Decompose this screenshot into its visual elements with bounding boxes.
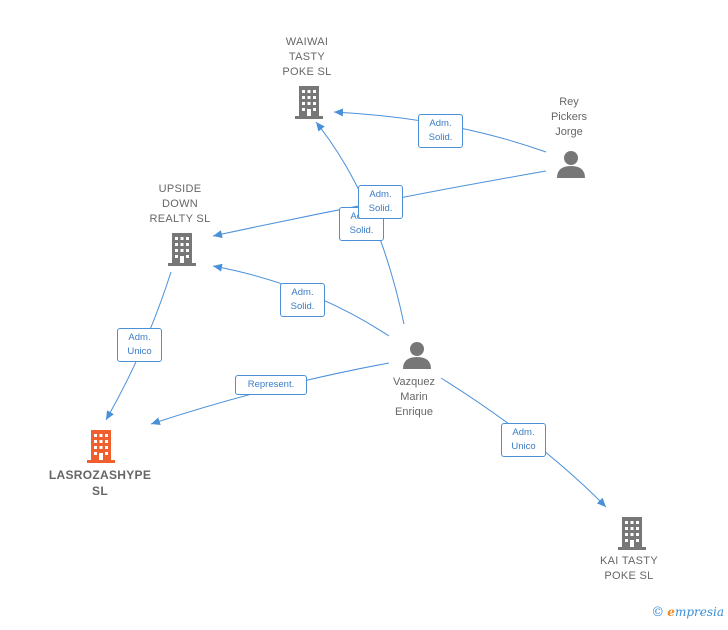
edge-label-rey-waiwai: Adm. Solid. — [418, 114, 463, 148]
company-label-upside[interactable]: UPSIDE DOWN REALTY SL — [149, 183, 211, 225]
person-label-vazquez[interactable]: Vazquez Marin Enrique — [393, 376, 435, 418]
edge-label-vazquez-upside: Adm. Solid. — [280, 283, 325, 317]
copyright-symbol: © — [651, 605, 665, 620]
building-icon[interactable] — [85, 428, 117, 464]
edge-label-vazquez-lasrozas: Represent. — [235, 375, 307, 395]
person-label-rey[interactable]: Rey Pickers Jorge — [550, 96, 588, 138]
edge-label-vazquez-kai: Adm. Unico — [501, 423, 546, 457]
brand-name: mpresia — [674, 605, 724, 619]
company-label-waiwai[interactable]: WAIWAI TASTY POKE SL — [282, 36, 332, 78]
building-icon[interactable] — [293, 84, 325, 120]
building-icon[interactable] — [616, 515, 648, 551]
building-icon[interactable] — [166, 231, 198, 267]
person-icon[interactable] — [556, 149, 586, 179]
brand-logo: ©empresia — [651, 605, 724, 620]
edge-label-upside-lasrozas: Adm. Unico — [117, 328, 162, 362]
company-label-kai[interactable]: KAI TASTY POKE SL — [600, 555, 658, 582]
brand-e: e — [667, 605, 675, 619]
person-icon[interactable] — [402, 340, 432, 370]
edge-label-rey-upside: Adm. Solid. — [358, 185, 403, 219]
company-label-lasrozas[interactable]: LASROZASHYPE SL — [48, 468, 152, 498]
